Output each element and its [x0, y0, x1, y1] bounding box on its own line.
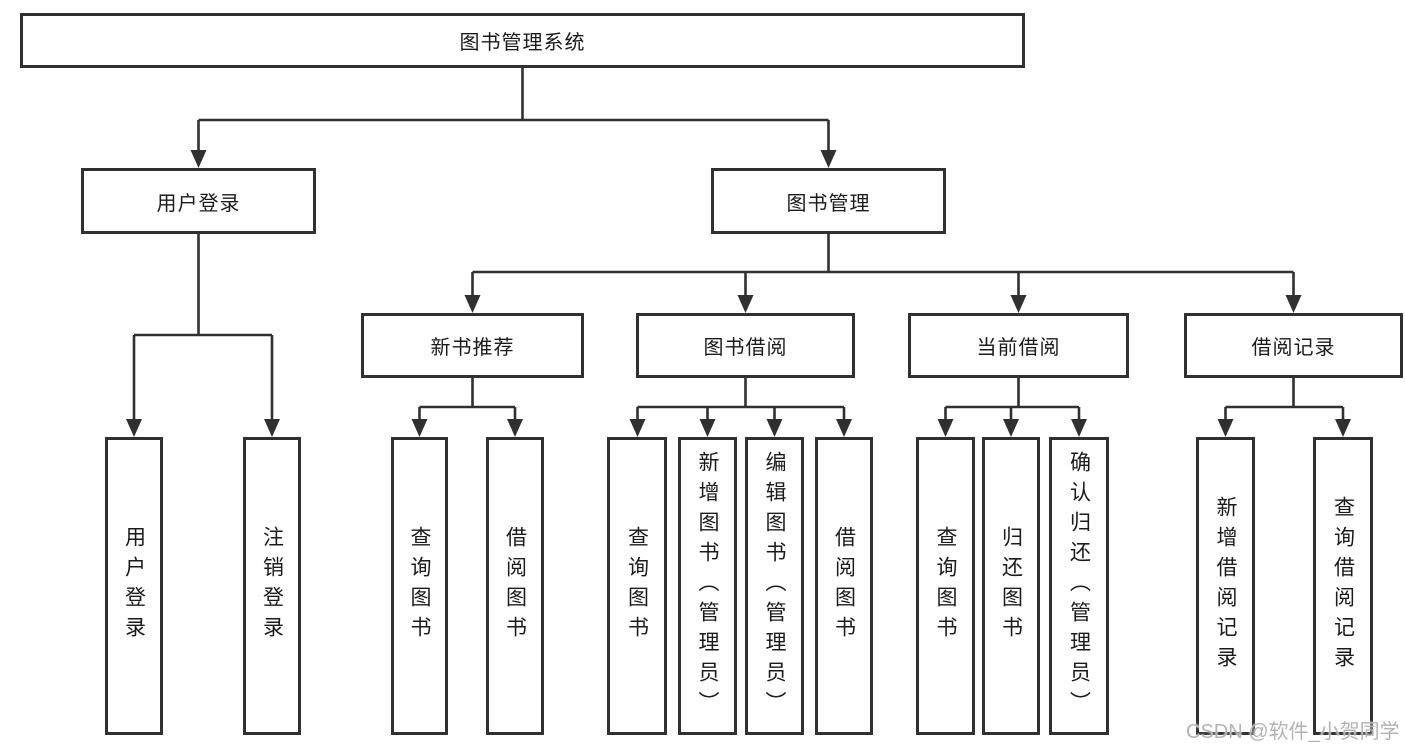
leaf-return-books: 归还图书: [982, 437, 1040, 735]
arrowhead-icon: [1003, 419, 1019, 437]
edges-book-management-branch: [464, 234, 1302, 313]
node-label: 新增借阅记录: [1214, 496, 1237, 676]
arrowhead-icon: [1217, 419, 1234, 437]
arrowhead-icon: [264, 419, 280, 437]
arrowhead-icon: [737, 295, 754, 313]
arrowhead-icon: [629, 419, 646, 437]
node-label: 当前借阅: [976, 337, 1061, 359]
node-label: 编辑图书（管理员）: [763, 451, 786, 721]
leaf-user-login: 用户登录: [105, 437, 163, 735]
node-user-login-branch: 用户登录: [81, 168, 316, 234]
arrowhead-icon: [190, 150, 207, 168]
node-current-borrow-section: 当前借阅: [908, 313, 1129, 378]
node-label: 查询图书: [934, 526, 957, 646]
leaf-query-books-borrow: 查询图书: [607, 437, 667, 735]
node-book-management-branch: 图书管理: [711, 168, 946, 234]
edges-new-book-recommend-section: [411, 378, 523, 437]
node-label: 借阅图书: [503, 526, 527, 646]
edges-user-login-branch: [126, 234, 280, 437]
csdn-watermark: CSDN @软件_小贺同学: [1186, 721, 1400, 743]
node-label: 新增图书（管理员）: [696, 451, 719, 721]
edges-current-borrow-section: [937, 378, 1087, 437]
node-label: 确认归还（管理员）: [1067, 451, 1091, 721]
arrowhead-icon: [836, 419, 852, 437]
node-new-book-recommend-section: 新书推荐: [361, 313, 584, 378]
node-borrow-records-section: 借阅记录: [1184, 313, 1403, 378]
edges-borrow-records-section: [1217, 378, 1351, 437]
leaf-add-book-admin: 新增图书（管理员）: [678, 437, 737, 735]
node-label: 用户登录: [156, 192, 241, 215]
arrowhead-icon: [1335, 419, 1351, 437]
leaf-add-borrow-record: 新增借阅记录: [1196, 437, 1255, 735]
node-label: 图书借阅: [703, 337, 788, 359]
arrowhead-icon: [766, 419, 783, 437]
arrowhead-icon: [1071, 419, 1087, 437]
node-label: 新书推荐: [430, 337, 515, 359]
node-label: 借阅记录: [1251, 337, 1336, 359]
node-label: 查询图书: [625, 526, 649, 646]
leaf-query-books-current: 查询图书: [916, 437, 975, 735]
node-label: 用户登录: [122, 526, 146, 646]
node-book-borrow-section: 图书借阅: [636, 313, 855, 378]
leaf-query-borrow-record: 查询借阅记录: [1313, 437, 1373, 735]
node-label: 图书管理: [786, 192, 871, 215]
leaf-confirm-return-admin: 确认归还（管理员）: [1049, 437, 1109, 735]
node-label: 注销登录: [260, 526, 284, 646]
arrowhead-icon: [126, 419, 142, 437]
arrowhead-icon: [411, 419, 428, 437]
arrowhead-icon: [507, 419, 523, 437]
leaf-borrow-books-recommend: 借阅图书: [486, 437, 544, 735]
node-library-management-system: 图书管理系统: [20, 13, 1025, 68]
node-label: 查询图书: [408, 526, 431, 646]
node-label: 借阅图书: [832, 526, 856, 646]
node-label: 图书管理系统: [459, 32, 586, 54]
arrowhead-icon: [820, 150, 837, 168]
leaf-query-books-recommend: 查询图书: [391, 437, 448, 735]
arrowhead-icon: [1010, 295, 1027, 313]
arrowhead-icon: [937, 419, 954, 437]
edges-book-borrow-section: [629, 378, 852, 437]
arrowhead-icon: [1285, 295, 1302, 313]
leaf-edit-book-admin: 编辑图书（管理员）: [745, 437, 804, 735]
leaf-borrow-books: 借阅图书: [815, 437, 873, 735]
leaf-logout: 注销登录: [243, 437, 301, 735]
node-label: 归还图书: [999, 526, 1023, 646]
edges-root-to-level2: [190, 68, 837, 168]
arrowhead-icon: [699, 419, 716, 437]
node-label: 查询借阅记录: [1331, 496, 1355, 676]
arrowhead-icon: [464, 295, 481, 313]
